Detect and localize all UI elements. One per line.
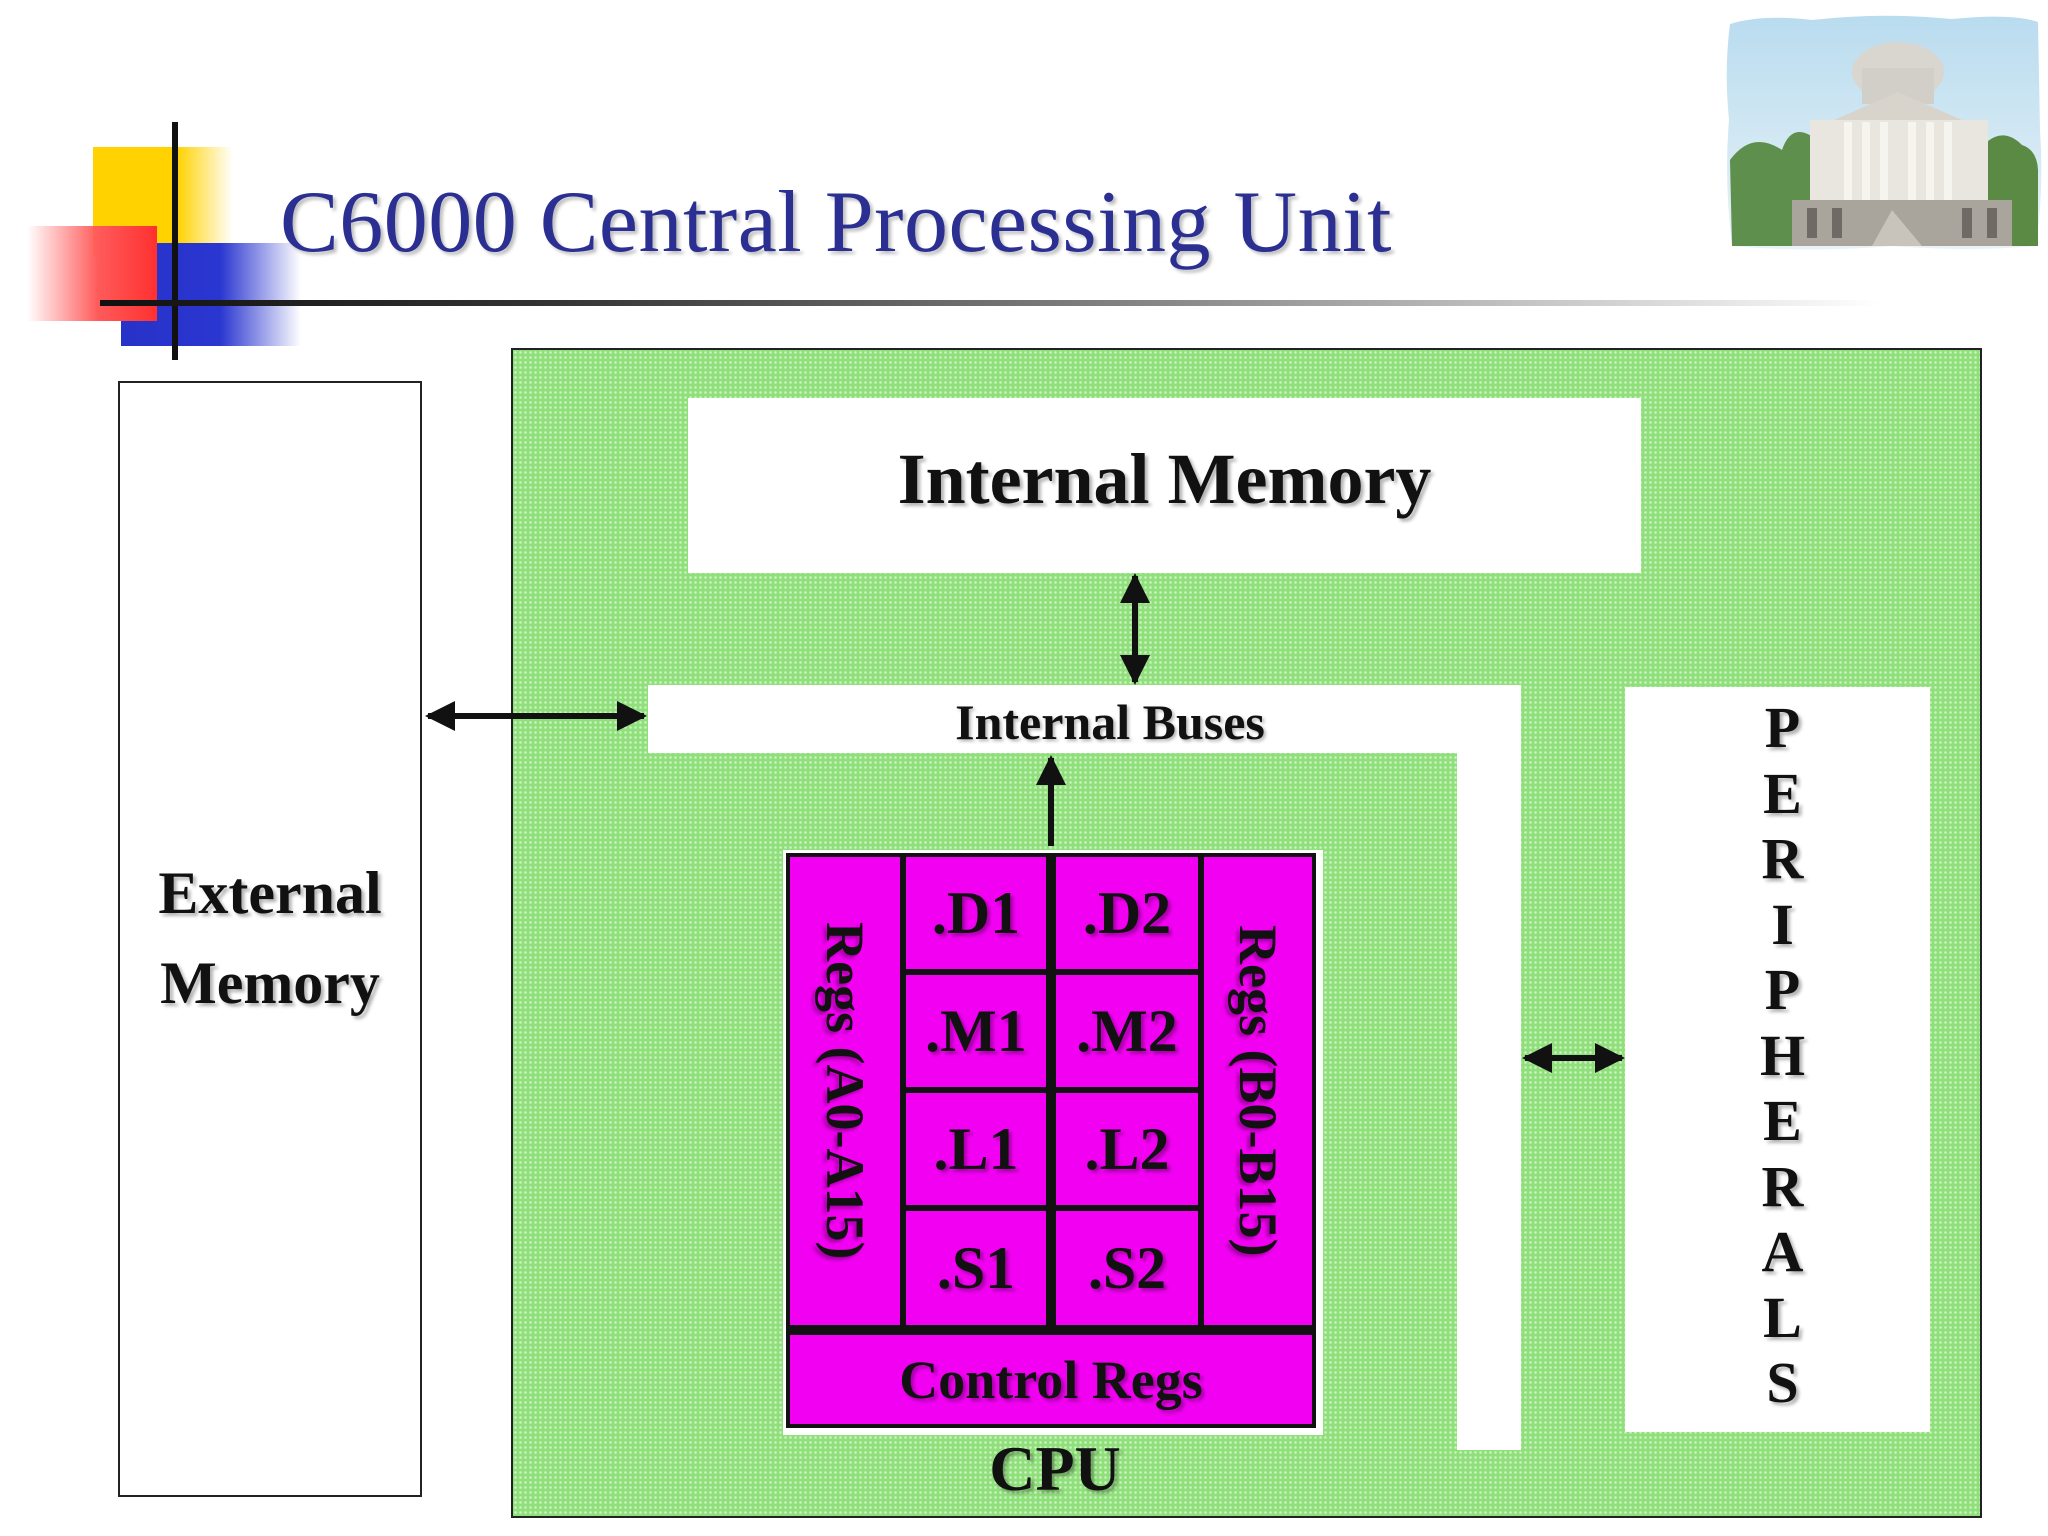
cpu-label: CPU — [989, 1433, 1121, 1504]
building-photo — [1726, 15, 2042, 250]
unit-s2: .S2 — [1056, 1211, 1198, 1325]
peripherals-box: P E R I P H E R A L S — [1625, 687, 1930, 1432]
unit-l1: .L1 — [906, 1093, 1046, 1205]
external-memory-box: External Memory — [118, 381, 422, 1497]
internal-memory-label: Internal Memory — [897, 439, 1432, 519]
external-memory-label: External Memory — [158, 860, 382, 1016]
title-underline — [100, 300, 1880, 306]
unit-l2: .L2 — [1056, 1093, 1198, 1205]
cpu-block: Regs (A0-A15) .D1 .M1 .L1 .S1 .D2 .M2 .L… — [786, 853, 1316, 1428]
unit-d2: .D2 — [1056, 857, 1198, 969]
control-registers: Control Regs — [790, 1335, 1312, 1424]
title-decoration-vertical-line — [172, 122, 178, 360]
register-file-b: Regs (B0-B15) — [1204, 857, 1312, 1325]
unit-m1: .M1 — [906, 975, 1046, 1087]
slide-title: C6000 Central Processing Unit — [280, 174, 1392, 271]
internal-bus-horizontal — [648, 685, 1521, 753]
title-decoration-red-square — [27, 226, 157, 321]
internal-bus-vertical — [1457, 685, 1521, 1450]
internal-memory-box: Internal Memory — [688, 398, 1641, 573]
unit-s1: .S1 — [906, 1211, 1046, 1325]
unit-m2: .M2 — [1056, 975, 1198, 1087]
peripherals-label: P E R I P H E R A L S — [1759, 695, 1806, 1415]
internal-buses-label: Internal Buses — [955, 694, 1265, 750]
register-file-a: Regs (A0-A15) — [790, 857, 900, 1325]
unit-d1: .D1 — [906, 857, 1046, 969]
